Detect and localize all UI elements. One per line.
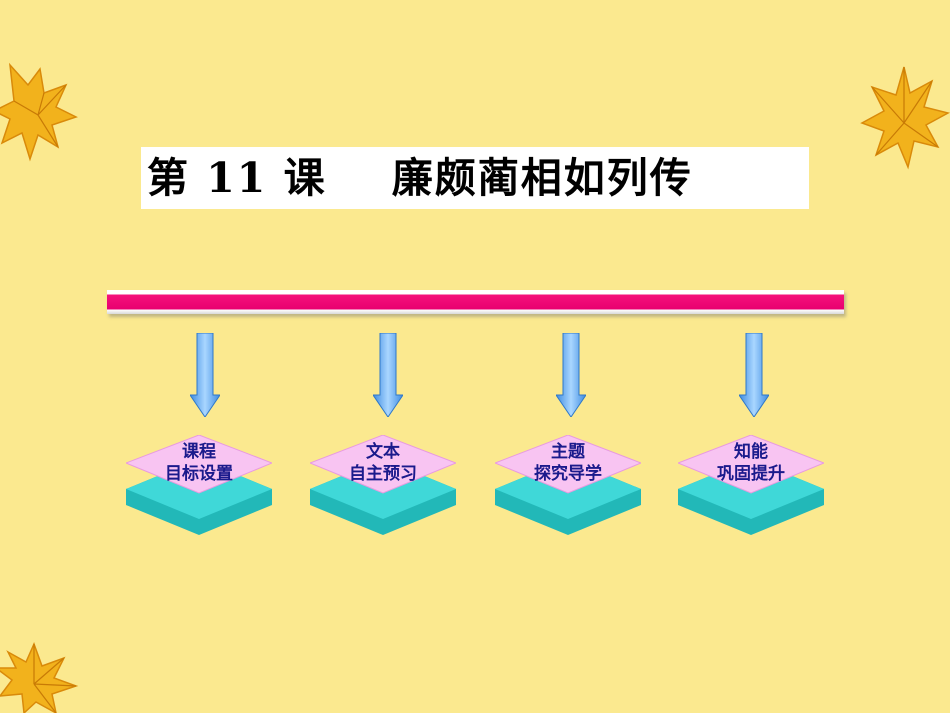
- down-arrow-icon: [373, 333, 403, 417]
- nav-node-course-goals[interactable]: 课程 目标设置: [124, 434, 274, 541]
- lesson-suffix: 课: [283, 153, 327, 202]
- maple-leaf-icon: [860, 66, 950, 170]
- node-label-line1: 知能: [734, 442, 768, 462]
- down-arrow-icon: [739, 333, 769, 417]
- lesson-name: 廉颇蔺相如列传: [391, 153, 693, 202]
- node-label-line1: 主题: [551, 442, 585, 462]
- node-label-line1: 课程: [182, 442, 216, 462]
- divider-bar: [107, 290, 844, 314]
- maple-leaf-icon: [0, 62, 78, 162]
- layer-shape: [308, 434, 458, 535]
- node-label-line1: 文本: [366, 442, 400, 462]
- node-label: 文本 自主预习: [310, 441, 456, 485]
- node-label: 主题 探究导学: [495, 441, 641, 485]
- node-label-line2: 自主预习: [349, 464, 417, 484]
- node-label-line2: 巩固提升: [717, 464, 785, 484]
- lesson-prefix: 第: [147, 153, 190, 202]
- lesson-number: 11: [206, 153, 268, 202]
- page-title-text: 第 11 课 廉颇蔺相如列传: [141, 157, 693, 199]
- layer-shape: [493, 434, 643, 535]
- down-arrow-icon: [190, 333, 220, 417]
- node-label: 课程 目标设置: [126, 441, 272, 485]
- maple-leaf-icon: [0, 641, 79, 713]
- node-label: 知能 巩固提升: [678, 441, 824, 485]
- page-title: 第 11 课 廉颇蔺相如列传: [141, 147, 809, 209]
- nav-node-preview[interactable]: 文本 自主预习: [308, 434, 458, 541]
- layer-shape: [124, 434, 274, 535]
- layer-shape: [676, 434, 826, 535]
- down-arrow-icon: [556, 333, 586, 417]
- nav-node-consolidation[interactable]: 知能 巩固提升: [676, 434, 826, 541]
- nav-node-inquiry[interactable]: 主题 探究导学: [493, 434, 643, 541]
- node-label-line2: 目标设置: [165, 464, 233, 484]
- node-label-line2: 探究导学: [534, 464, 602, 484]
